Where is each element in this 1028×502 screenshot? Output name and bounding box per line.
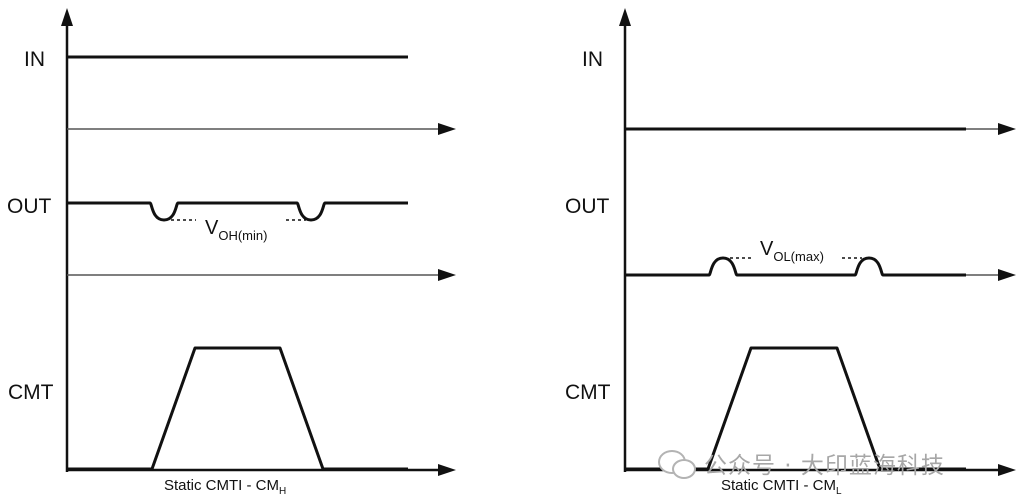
left-cmt-waveform	[67, 346, 408, 471]
right-panel: IN OUT CMT VOL(max) Static CMTI - CML	[565, 8, 1016, 497]
right-out-label: OUT	[565, 195, 610, 218]
left-threshold-label: VOH(min)	[205, 217, 267, 243]
right-caption: Static CMTI - CML	[721, 477, 842, 497]
right-cmt-time-arrow	[998, 464, 1016, 476]
right-threshold-label: VOL(max)	[760, 238, 824, 264]
right-in-time-arrow	[998, 123, 1016, 135]
right-out-time-arrow	[998, 269, 1016, 281]
left-vertical-arrow	[61, 8, 73, 26]
left-out-waveform	[67, 201, 408, 222]
right-cmt-label: CMT	[565, 381, 611, 404]
left-out-time-arrow	[438, 269, 456, 281]
right-out-waveform	[625, 256, 966, 277]
left-out-label: OUT	[7, 195, 52, 218]
left-panel: IN OUT CMT VOH(min) Static CMTI - CMH	[7, 8, 456, 497]
left-in-label: IN	[24, 48, 45, 71]
left-in-time-arrow	[438, 123, 456, 135]
right-in-label: IN	[582, 48, 603, 71]
left-caption: Static CMTI - CMH	[164, 477, 286, 497]
left-cmt-time-arrow	[438, 464, 456, 476]
left-cmt-label: CMT	[8, 381, 54, 404]
right-vertical-arrow	[619, 8, 631, 26]
right-cmt-waveform	[625, 346, 966, 471]
